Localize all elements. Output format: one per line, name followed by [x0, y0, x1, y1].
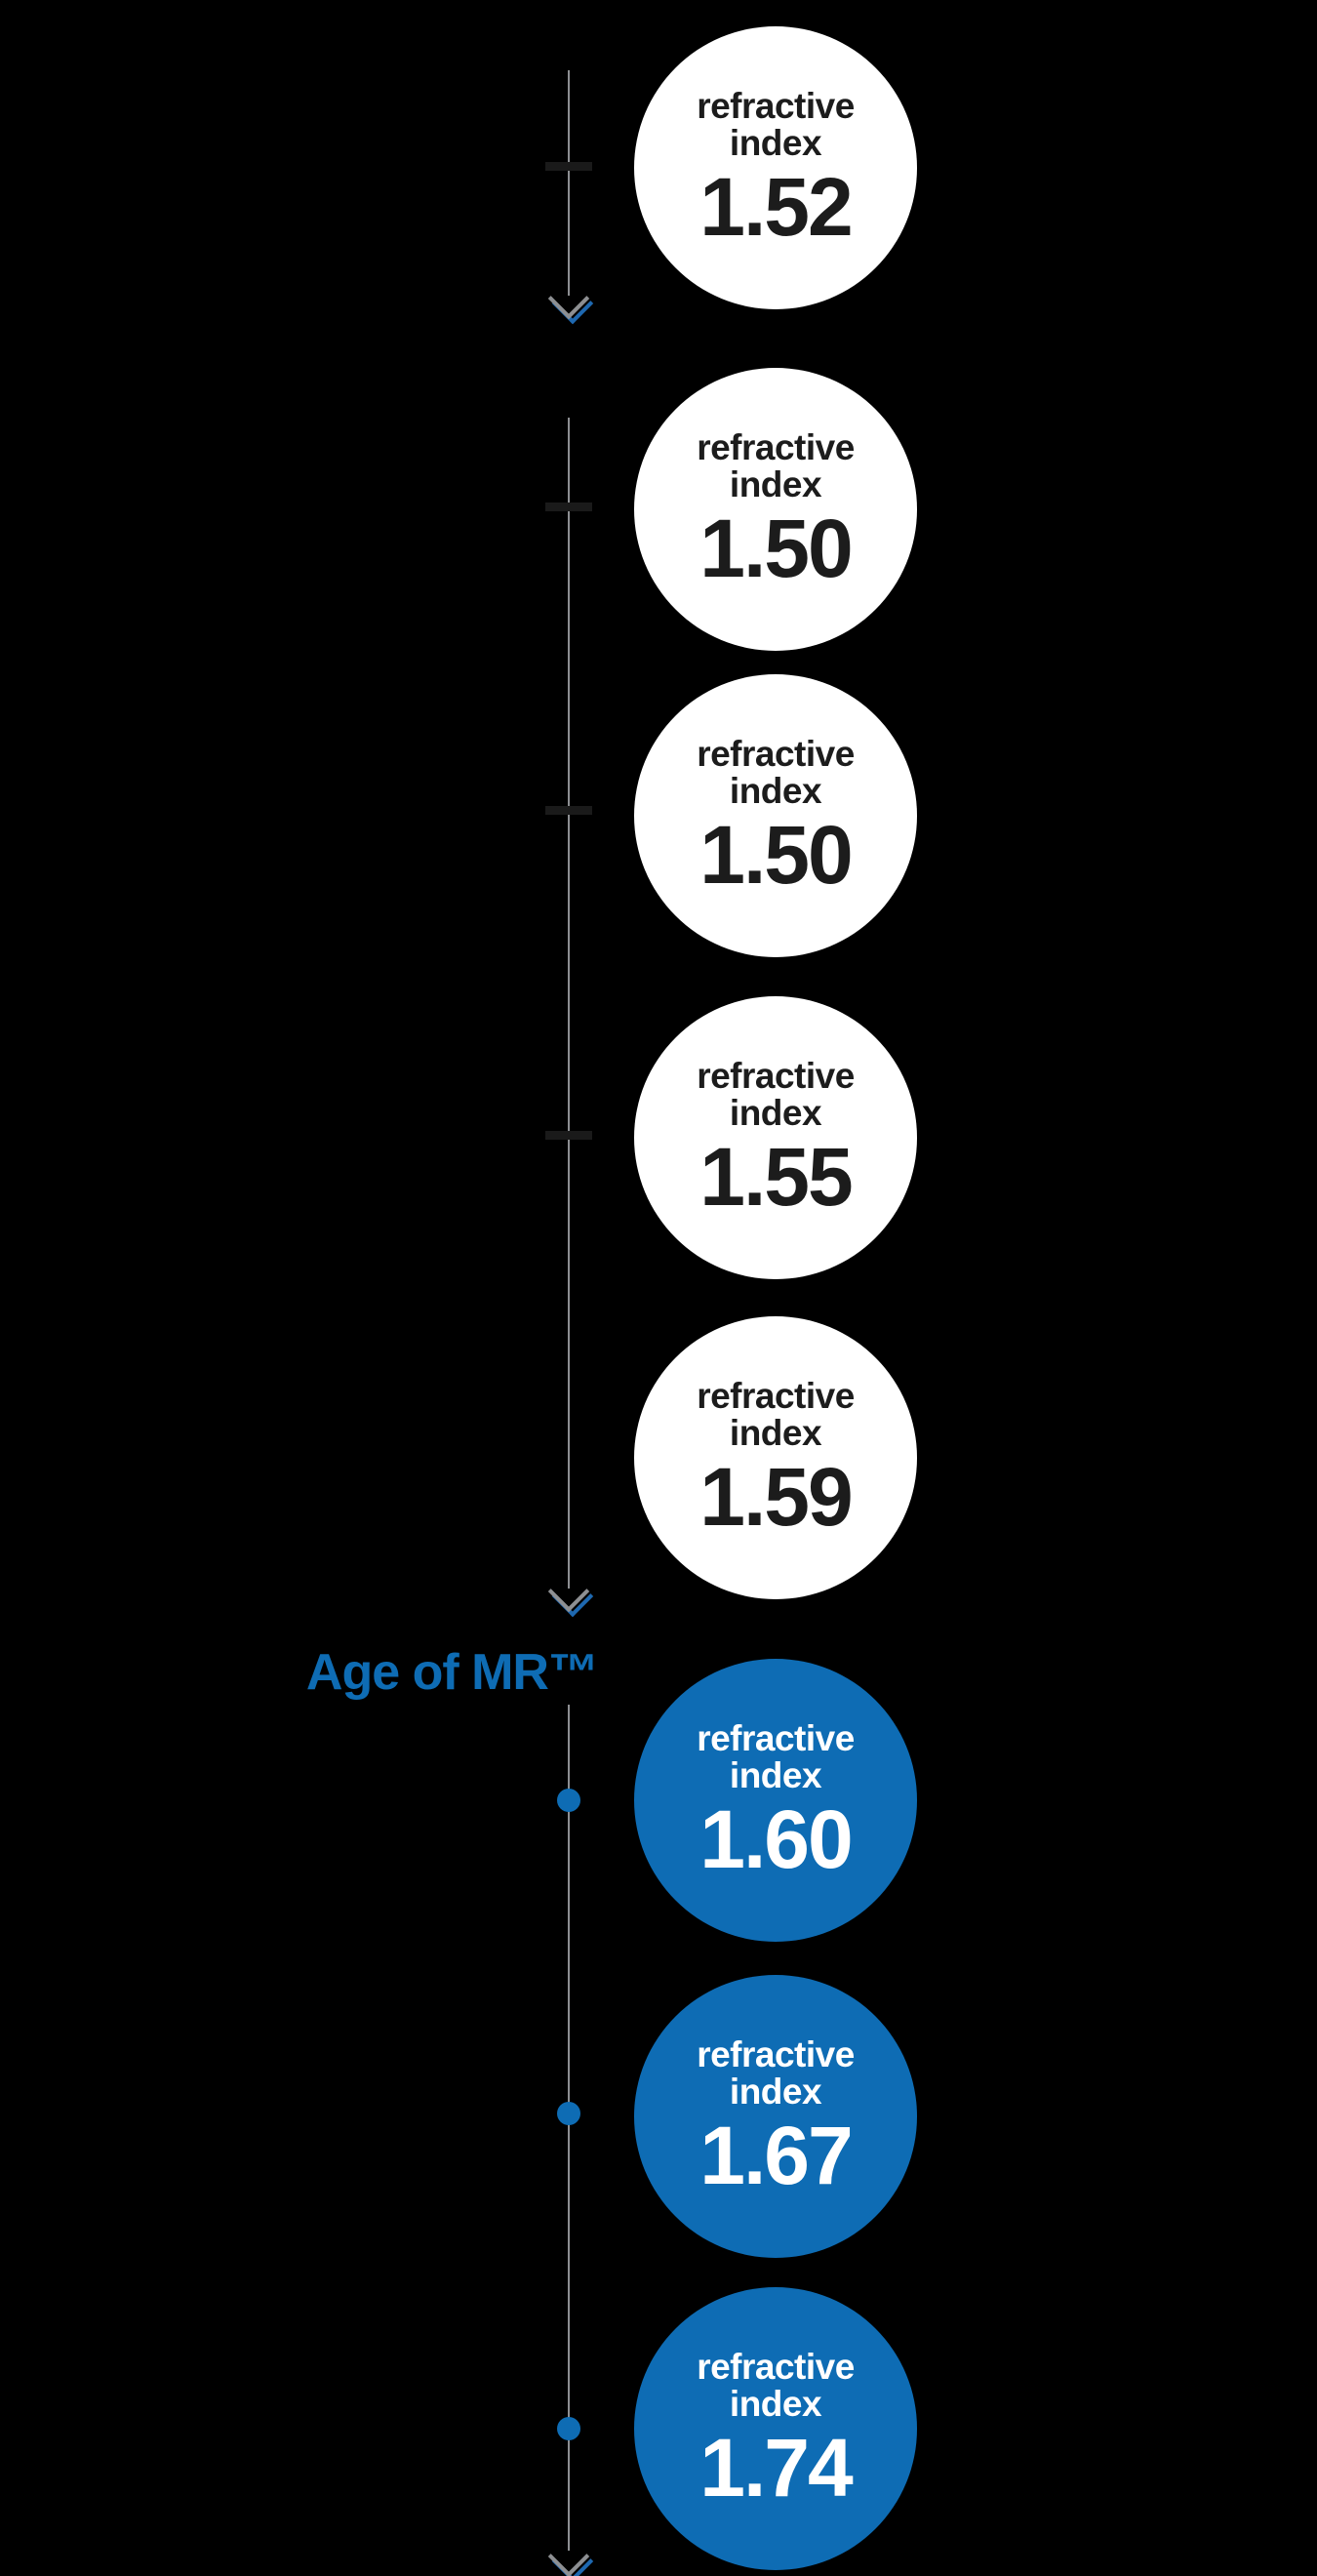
node-refractive-index-8: refractive index 1.74 — [634, 2287, 917, 2570]
refractive-label-line1: refractive — [697, 1717, 855, 1758]
arrow-down-icon — [554, 284, 583, 313]
tick-mark — [545, 1131, 592, 1140]
refractive-label-line2: index — [729, 464, 822, 504]
refractive-value: 1.55 — [699, 1131, 853, 1224]
refractive-label-line2: index — [729, 771, 822, 811]
tick-mark — [545, 503, 592, 511]
tick-mark — [545, 806, 592, 815]
refractive-value: 1.50 — [699, 809, 853, 902]
era-label-age-of-mr: Age of MR™ — [305, 1644, 599, 1701]
era-marker-dot — [557, 1789, 580, 1812]
refractive-label-line1: refractive — [697, 733, 855, 774]
era-marker-dot — [557, 2102, 580, 2125]
refractive-label-line1: refractive — [697, 2033, 855, 2074]
refractive-label-line2: index — [729, 1413, 822, 1453]
refractive-value: 1.50 — [699, 503, 853, 595]
node-refractive-index-2: refractive index 1.50 — [634, 368, 917, 651]
node-refractive-index-5: refractive index 1.59 — [634, 1316, 917, 1599]
refractive-label-line1: refractive — [697, 1375, 855, 1416]
node-refractive-index-4: refractive index 1.55 — [634, 996, 917, 1279]
arrow-down-icon — [554, 2542, 583, 2571]
refractive-label-line1: refractive — [697, 85, 855, 126]
timeline-line-segment-2 — [568, 418, 570, 1589]
refractive-label-line1: refractive — [697, 2346, 855, 2387]
refractive-label-line2: index — [729, 1093, 822, 1133]
arrow-down-icon — [554, 1577, 583, 1606]
node-refractive-index-1: refractive index 1.52 — [634, 26, 917, 309]
refractive-value: 1.67 — [699, 2110, 853, 2202]
refractive-label-line1: refractive — [697, 426, 855, 467]
node-refractive-index-3: refractive index 1.50 — [634, 674, 917, 957]
refractive-label-line2: index — [729, 2072, 822, 2112]
refractive-label-line2: index — [729, 123, 822, 163]
refractive-value: 1.60 — [699, 1793, 853, 1886]
era-marker-dot — [557, 2417, 580, 2440]
timeline-line-segment-3 — [568, 1705, 570, 2551]
refractive-value: 1.52 — [699, 161, 853, 254]
refractive-label-line2: index — [729, 2384, 822, 2424]
timeline-line-segment-1 — [568, 70, 570, 296]
node-refractive-index-6: refractive index 1.60 — [634, 1659, 917, 1942]
node-refractive-index-7: refractive index 1.67 — [634, 1975, 917, 2258]
refractive-label-line1: refractive — [697, 1055, 855, 1096]
refractive-value: 1.74 — [699, 2422, 853, 2515]
refractive-label-line2: index — [729, 1755, 822, 1795]
tick-mark — [545, 162, 592, 171]
refractive-value: 1.59 — [699, 1451, 853, 1544]
